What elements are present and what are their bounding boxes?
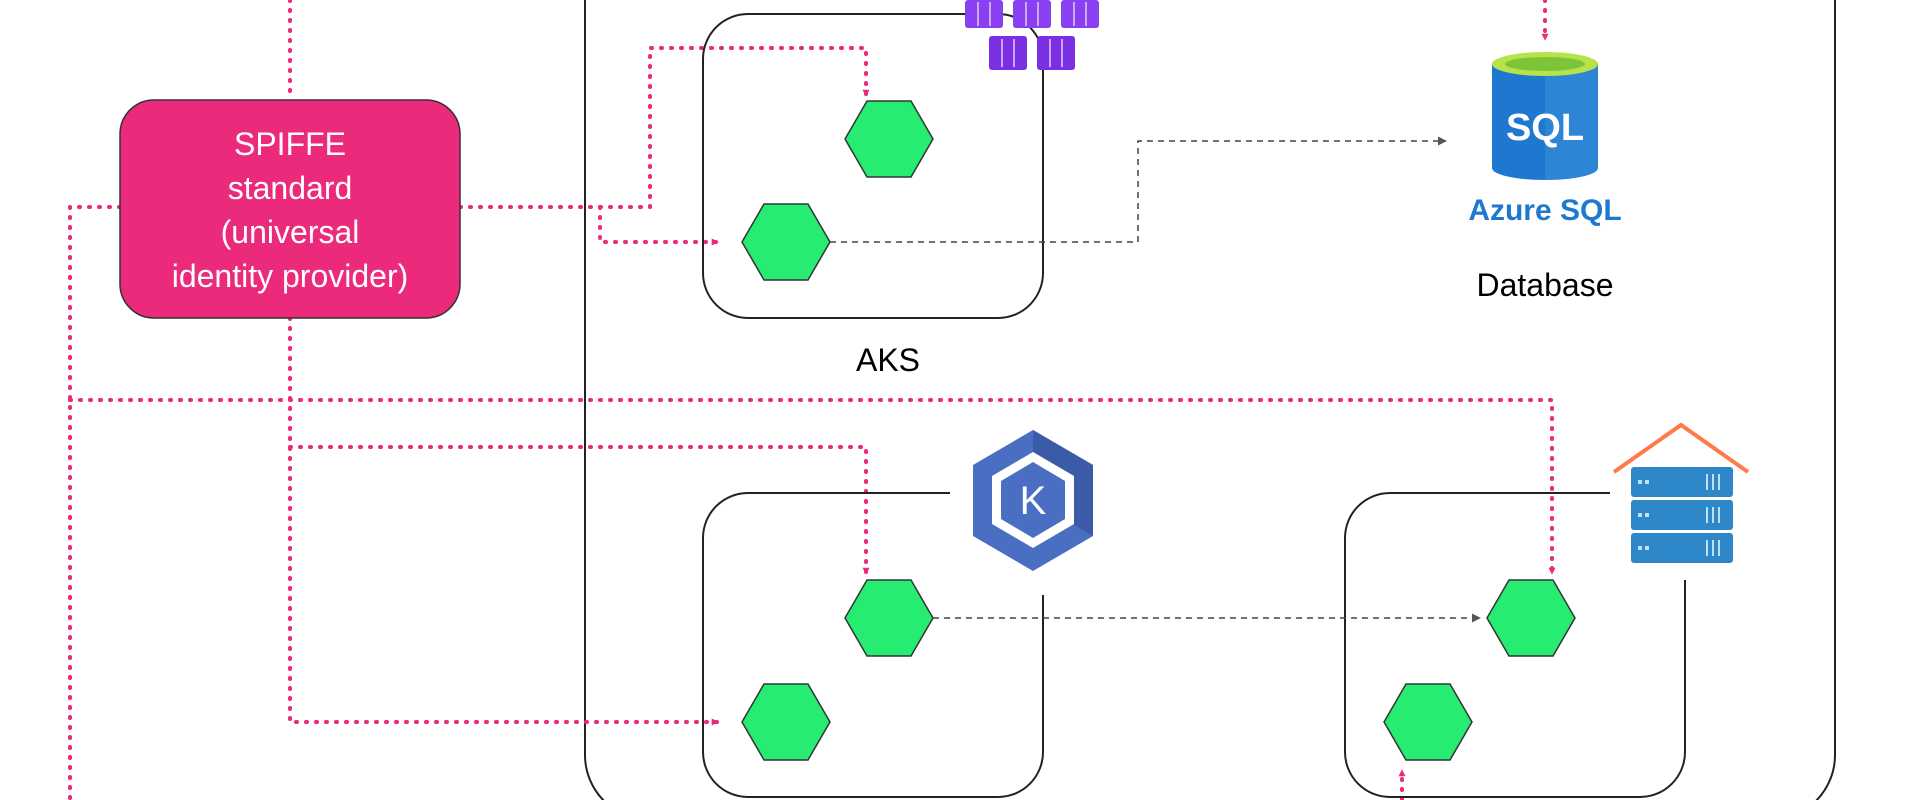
onprem-workload-top — [1486, 579, 1576, 657]
connection-left-trunk — [68, 205, 122, 800]
spiffe-line-4: identity provider) — [172, 258, 409, 294]
aks-workload-bottom — [741, 203, 831, 281]
connection-spiffe-down — [288, 316, 720, 726]
connection-to-onprem-top-pod — [68, 398, 1556, 576]
connection-to-aks-top-pod — [458, 46, 870, 209]
eks-cluster: K — [702, 430, 1100, 798]
eks-workload-bottom — [741, 683, 831, 761]
spiffe-line-3: (universal — [221, 214, 360, 250]
aks-workload-top — [844, 100, 934, 178]
eks-workload-top — [844, 579, 934, 657]
database-label: Database — [1477, 267, 1614, 303]
eks-icon: K — [950, 430, 1100, 595]
spiffe-line-1: SPIFFE — [234, 126, 346, 162]
aks-icon — [965, 0, 1099, 70]
connection-to-aks-bottom-pod — [598, 205, 720, 246]
onprem-workload-bottom — [1383, 683, 1473, 761]
azure-sql-wordmark: Azure SQL — [1468, 194, 1621, 227]
azure-sql-database: SQL Azure SQL — [1468, 52, 1622, 227]
cloud-boundary — [584, 0, 1836, 800]
data-flows — [830, 136, 1481, 623]
spiffe-connections — [68, 0, 1556, 800]
onprem-cluster — [1344, 422, 1750, 798]
spiffe-box: SPIFFE standard (universal identity prov… — [119, 99, 461, 319]
flow-aks-to-sql — [830, 136, 1447, 243]
aks-label: AKS — [856, 342, 920, 378]
aks-cluster — [702, 0, 1099, 319]
on-prem-server-icon — [1610, 422, 1750, 580]
spiffe-line-2: standard — [228, 170, 353, 206]
eks-logo-letter: K — [1020, 479, 1047, 523]
sql-badge: SQL — [1506, 107, 1584, 149]
database-icon: SQL — [1492, 52, 1598, 180]
connection-to-eks-top-pod — [288, 445, 870, 576]
